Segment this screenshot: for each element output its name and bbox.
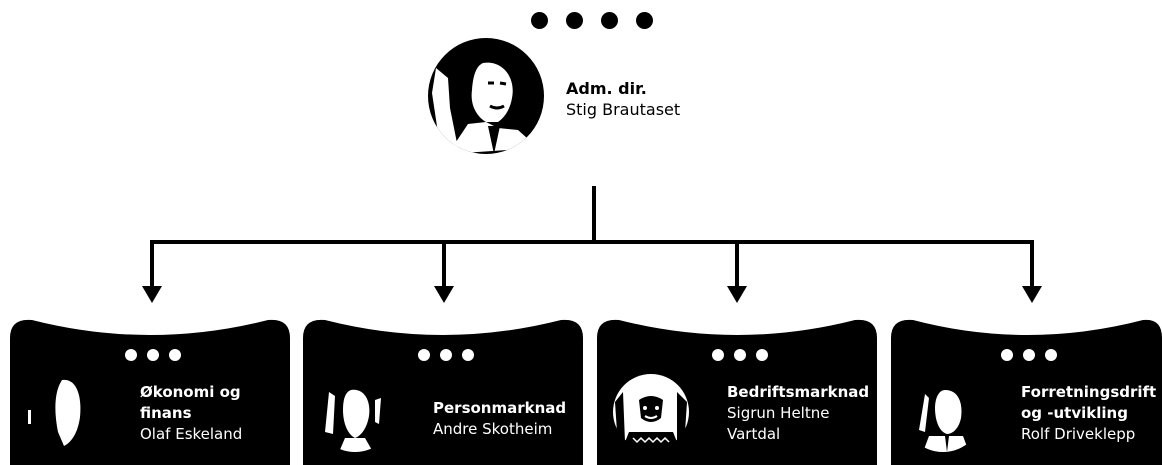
dot [1001, 349, 1013, 361]
unit-card-forretningsdrift: Forretningsdrift og -utvikling Rolf Driv… [891, 318, 1162, 465]
dot [1045, 349, 1057, 361]
card-dots [712, 349, 772, 363]
dot [636, 12, 653, 29]
dot [169, 349, 181, 361]
unit-name: Andre Skotheim [433, 420, 553, 438]
ceo-name: Stig Brautaset [566, 100, 681, 119]
unit-avatar [22, 372, 102, 452]
unit-avatar [903, 372, 983, 452]
arrow-down-icon [434, 286, 454, 303]
unit-avatar [611, 372, 691, 452]
dot [601, 12, 618, 29]
unit-info: Personmarknad Andre Skotheim [433, 398, 566, 440]
unit-card-personmarknad: Personmarknad Andre Skotheim [303, 318, 583, 465]
dot [1023, 349, 1035, 361]
dot [418, 349, 430, 361]
ceo-avatar [428, 38, 544, 154]
dot [440, 349, 452, 361]
arrow-down-icon [1022, 286, 1042, 303]
card-dots [1001, 349, 1061, 363]
unit-card-okonomi: Økonomi og finans Olaf Eskeland [10, 318, 290, 465]
top-dots-decoration [528, 12, 658, 32]
arrow-down-icon [142, 286, 162, 303]
unit-title: Forretningsdrift og -utvikling [1021, 383, 1157, 422]
unit-name: Olaf Eskeland [140, 425, 243, 443]
dot [566, 12, 583, 29]
ceo-info: Adm. dir. Stig Brautaset [566, 78, 680, 120]
arrow-down-icon [727, 286, 747, 303]
unit-info: Bedriftsmarknad Sigrun Heltne Vartdal [727, 382, 869, 445]
unit-info: Økonomi og finans Olaf Eskeland [140, 382, 260, 445]
dot [462, 349, 474, 361]
unit-card-bedriftsmarknad: Bedriftsmarknad Sigrun Heltne Vartdal [597, 318, 877, 465]
dot [734, 349, 746, 361]
unit-info: Forretningsdrift og -utvikling Rolf Driv… [1021, 382, 1161, 445]
unit-title: Økonomi og finans [140, 383, 241, 422]
dot [147, 349, 159, 361]
unit-name: Sigrun Heltne Vartdal [727, 404, 830, 443]
card-dots [418, 349, 478, 363]
unit-title: Personmarknad [433, 399, 567, 417]
unit-title: Bedriftsmarknad [727, 383, 870, 401]
unit-avatar [315, 372, 395, 452]
dot [712, 349, 724, 361]
unit-name: Rolf Driveklepp [1021, 425, 1136, 443]
card-dots [125, 349, 185, 363]
ceo-title: Adm. dir. [566, 79, 647, 98]
dot [531, 12, 548, 29]
dot [125, 349, 137, 361]
dot [756, 349, 768, 361]
org-connectors [142, 186, 1042, 303]
